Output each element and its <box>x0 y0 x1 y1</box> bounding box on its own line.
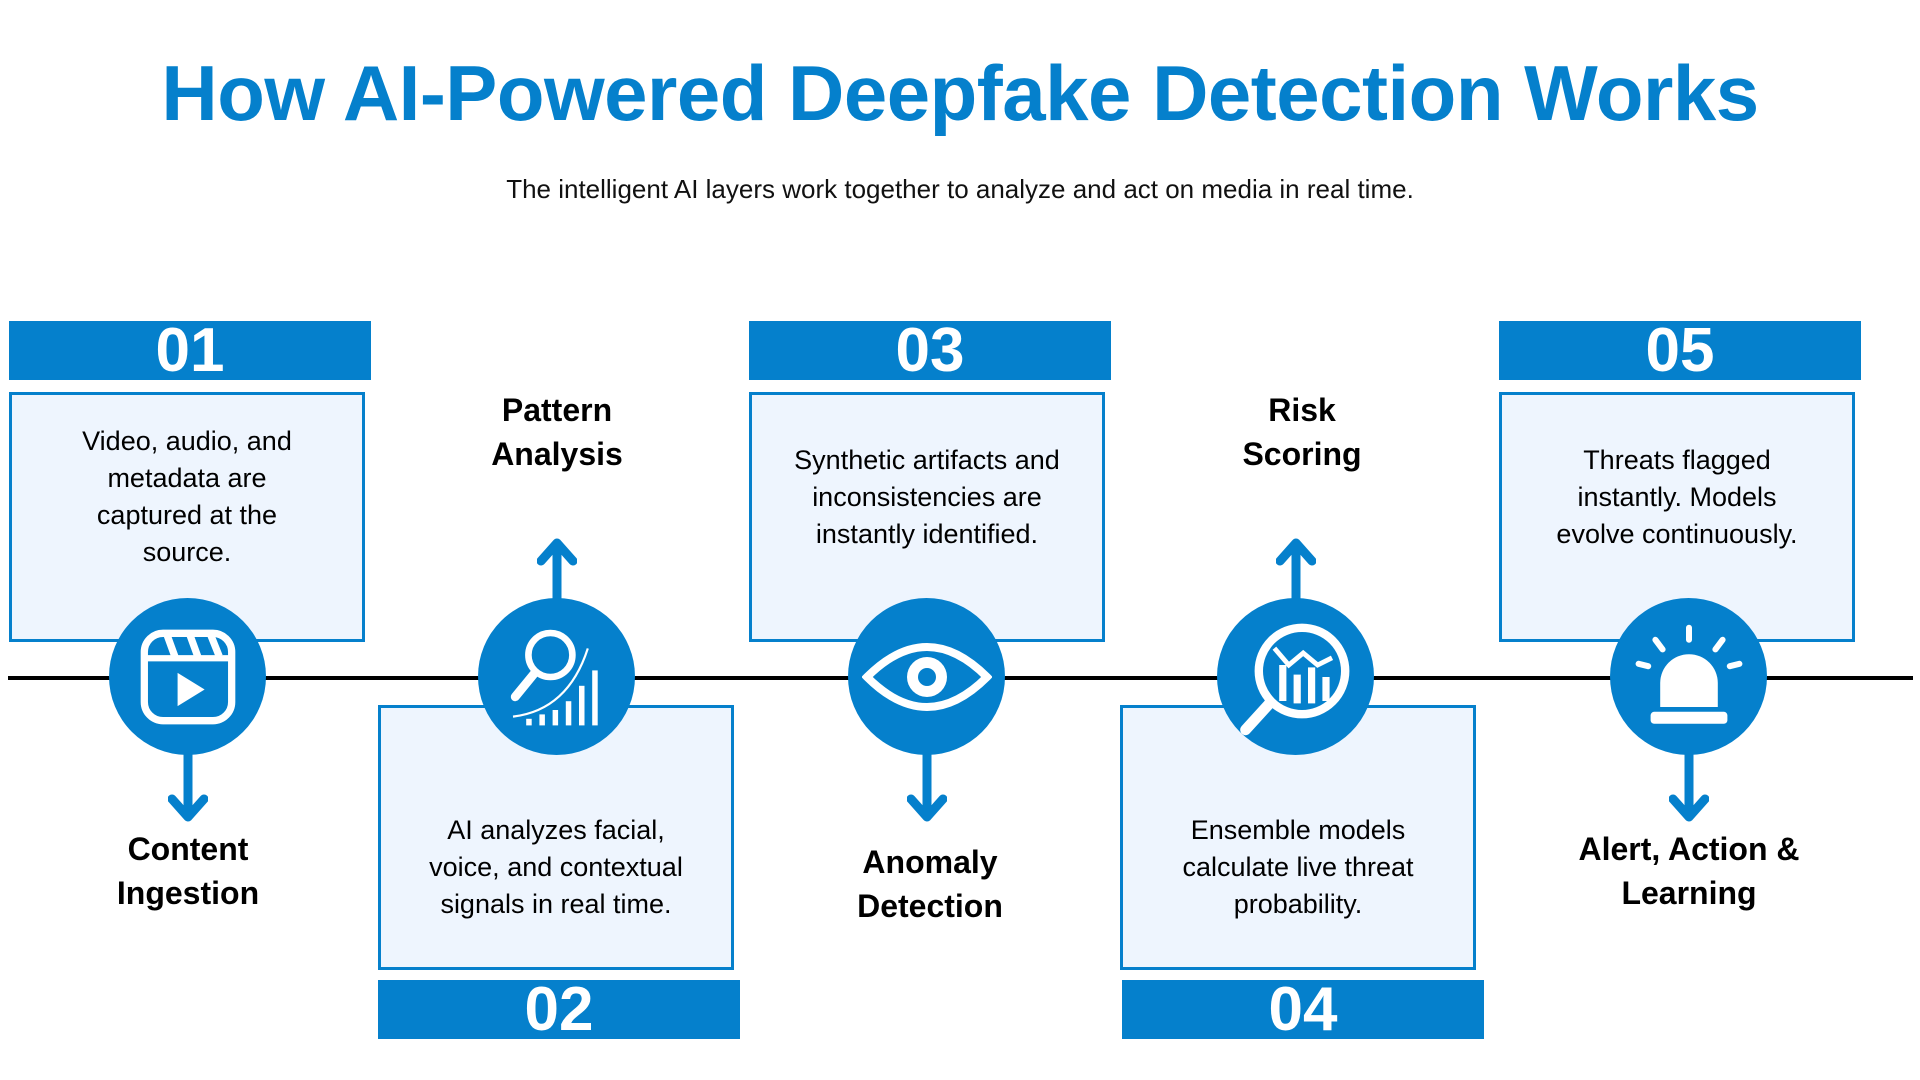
step-3-label: Anomaly Detection <box>857 844 1003 924</box>
video-play-icon <box>109 598 266 755</box>
step-5-description-text: Threats flagged instantly. Models evolve… <box>1556 444 1798 549</box>
chart-magnifier-icon <box>1217 598 1374 755</box>
step-2-description: AI analyzes facial, voice, and contextua… <box>378 705 734 970</box>
arrow-down-icon <box>1669 753 1709 822</box>
step-3-description: Synthetic artifacts and inconsistencies … <box>749 392 1105 642</box>
magnifier-chart-icon <box>478 598 635 755</box>
step-2-number: 02 <box>378 979 740 1041</box>
step-2-description-text: AI analyzes facial, voice, and contextua… <box>429 815 683 919</box>
step-1-label: Content Ingestion <box>116 831 260 911</box>
step-5-number: 05 <box>1499 320 1861 382</box>
step-2-label: Pattern Analysis <box>491 392 623 472</box>
step-1-number: 01 <box>9 320 371 382</box>
step-1-description-text: Video, audio, and metadata are captured … <box>82 426 292 567</box>
step-4-number: 04 <box>1122 979 1484 1041</box>
step-5-label: Alert, Action & Learning <box>1578 831 1800 911</box>
eye-icon <box>848 598 1005 755</box>
step-4-label: Risk Scoring <box>1242 392 1362 472</box>
page-subtitle: The intelligent AI layers work together … <box>506 174 1414 204</box>
arrow-up-icon <box>537 538 577 607</box>
step-4-description-text: Ensemble models calculate live threat pr… <box>1182 815 1414 919</box>
alarm-icon <box>1610 598 1767 755</box>
page-title: How AI-Powered Deepfake Detection Works <box>161 49 1759 137</box>
arrow-down-icon <box>168 753 208 822</box>
arrow-down-icon <box>907 753 947 822</box>
arrow-up-icon <box>1276 538 1316 607</box>
step-3-description-text: Synthetic artifacts and inconsistencies … <box>794 444 1060 549</box>
step-3-number: 03 <box>749 320 1111 382</box>
